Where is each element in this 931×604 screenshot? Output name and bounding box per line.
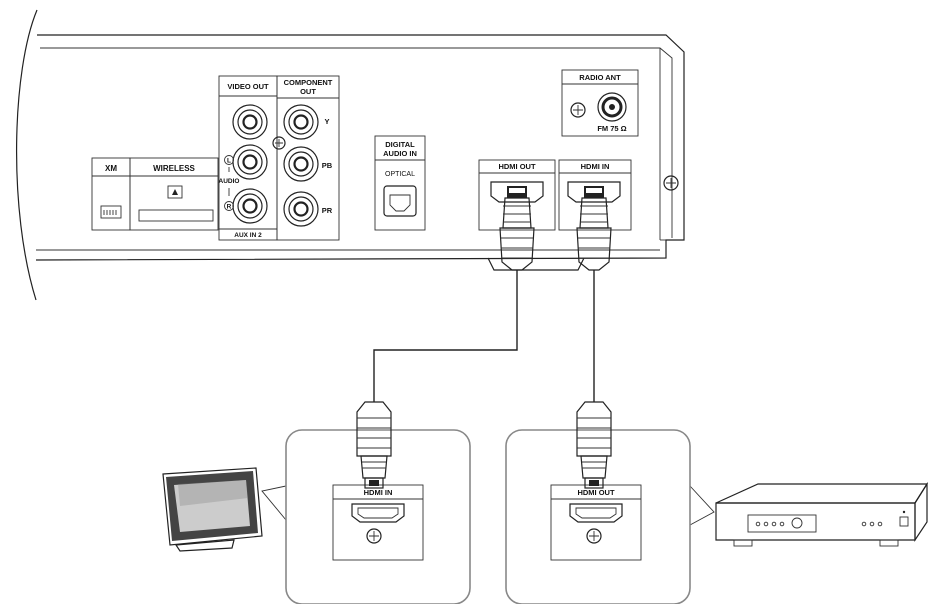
ground-screw-icon <box>272 136 286 150</box>
hdmi-in-section: HDMI IN <box>558 159 632 231</box>
source-hdmi-out-label: HDMI OUT <box>577 488 614 497</box>
source-port-screw-icon <box>586 528 602 544</box>
audio-right-label: R <box>227 204 232 211</box>
source-device-icon <box>715 481 929 547</box>
component-y-jack <box>283 104 319 140</box>
tv-hdmi-in-label: HDMI IN <box>364 488 393 497</box>
wireless-label: WIRELESS <box>153 164 195 173</box>
component-out-section: COMPONENT OUT Y PB PR <box>272 75 340 241</box>
wireless-indicator <box>167 185 183 199</box>
xm-connector-icon <box>100 205 122 219</box>
tv-hdmi-port <box>351 503 405 523</box>
source-hdmi-port <box>569 503 623 523</box>
video-out-label: VIDEO OUT <box>227 82 269 91</box>
component-y-label: Y <box>324 117 329 126</box>
video-out-jack <box>232 104 268 140</box>
television-icon <box>162 467 263 552</box>
optical-jack <box>383 185 417 217</box>
radio-ant-screw-icon <box>570 102 586 118</box>
fm-label: FM 75 Ω <box>597 124 626 133</box>
hdmi-plug-tv <box>356 401 392 489</box>
wireless-section: WIRELESS <box>129 157 219 231</box>
receiver-body <box>16 9 685 301</box>
hdmi-plug-receiver-in <box>567 181 621 271</box>
digital-audio-in-section: DIGITAL AUDIO IN OPTICAL <box>374 135 426 231</box>
wireless-arrow-icon <box>172 189 178 195</box>
digital-audio-label-2: AUDIO IN <box>383 149 417 158</box>
hdmi-plug-source <box>576 401 612 489</box>
source-callout: HDMI OUT <box>505 401 715 604</box>
tv-port-screw-icon <box>366 528 382 544</box>
hdmi-out-section: HDMI OUT <box>478 159 556 231</box>
wireless-slot <box>138 209 214 222</box>
side-screw-icon <box>663 175 679 191</box>
radio-ant-section: RADIO ANT FM 75 Ω <box>561 69 639 137</box>
optical-label: OPTICAL <box>385 171 415 178</box>
component-pr-jack <box>283 191 319 227</box>
component-pr-label: PR <box>322 206 333 215</box>
hdmi-in-label: HDMI IN <box>581 162 610 171</box>
audio-label: AUDIO <box>219 178 240 185</box>
audio-left-jack <box>232 144 268 180</box>
radio-ant-label: RADIO ANT <box>579 73 621 82</box>
aux-in-label: AUX IN 2 <box>234 232 262 239</box>
hdmi-plug-receiver-out <box>490 181 544 271</box>
digital-audio-label-1: DIGITAL <box>385 140 415 149</box>
hdmi-cable-to-tv <box>373 270 518 402</box>
component-pb-label: PB <box>322 161 333 170</box>
tv-callout: HDMI IN <box>261 401 471 604</box>
audio-left-label: L <box>227 158 231 165</box>
component-out-label-1: COMPONENT <box>284 78 333 87</box>
component-pb-jack <box>283 146 319 182</box>
component-out-label-2: OUT <box>300 87 316 96</box>
video-audio-section: VIDEO OUT L AUDIO R AUX IN 2 <box>219 75 278 241</box>
fm-antenna-jack <box>597 92 627 122</box>
audio-right-jack <box>232 188 268 224</box>
xm-label: XM <box>105 164 117 173</box>
xm-section: XM <box>91 157 131 231</box>
hdmi-out-label: HDMI OUT <box>498 162 535 171</box>
